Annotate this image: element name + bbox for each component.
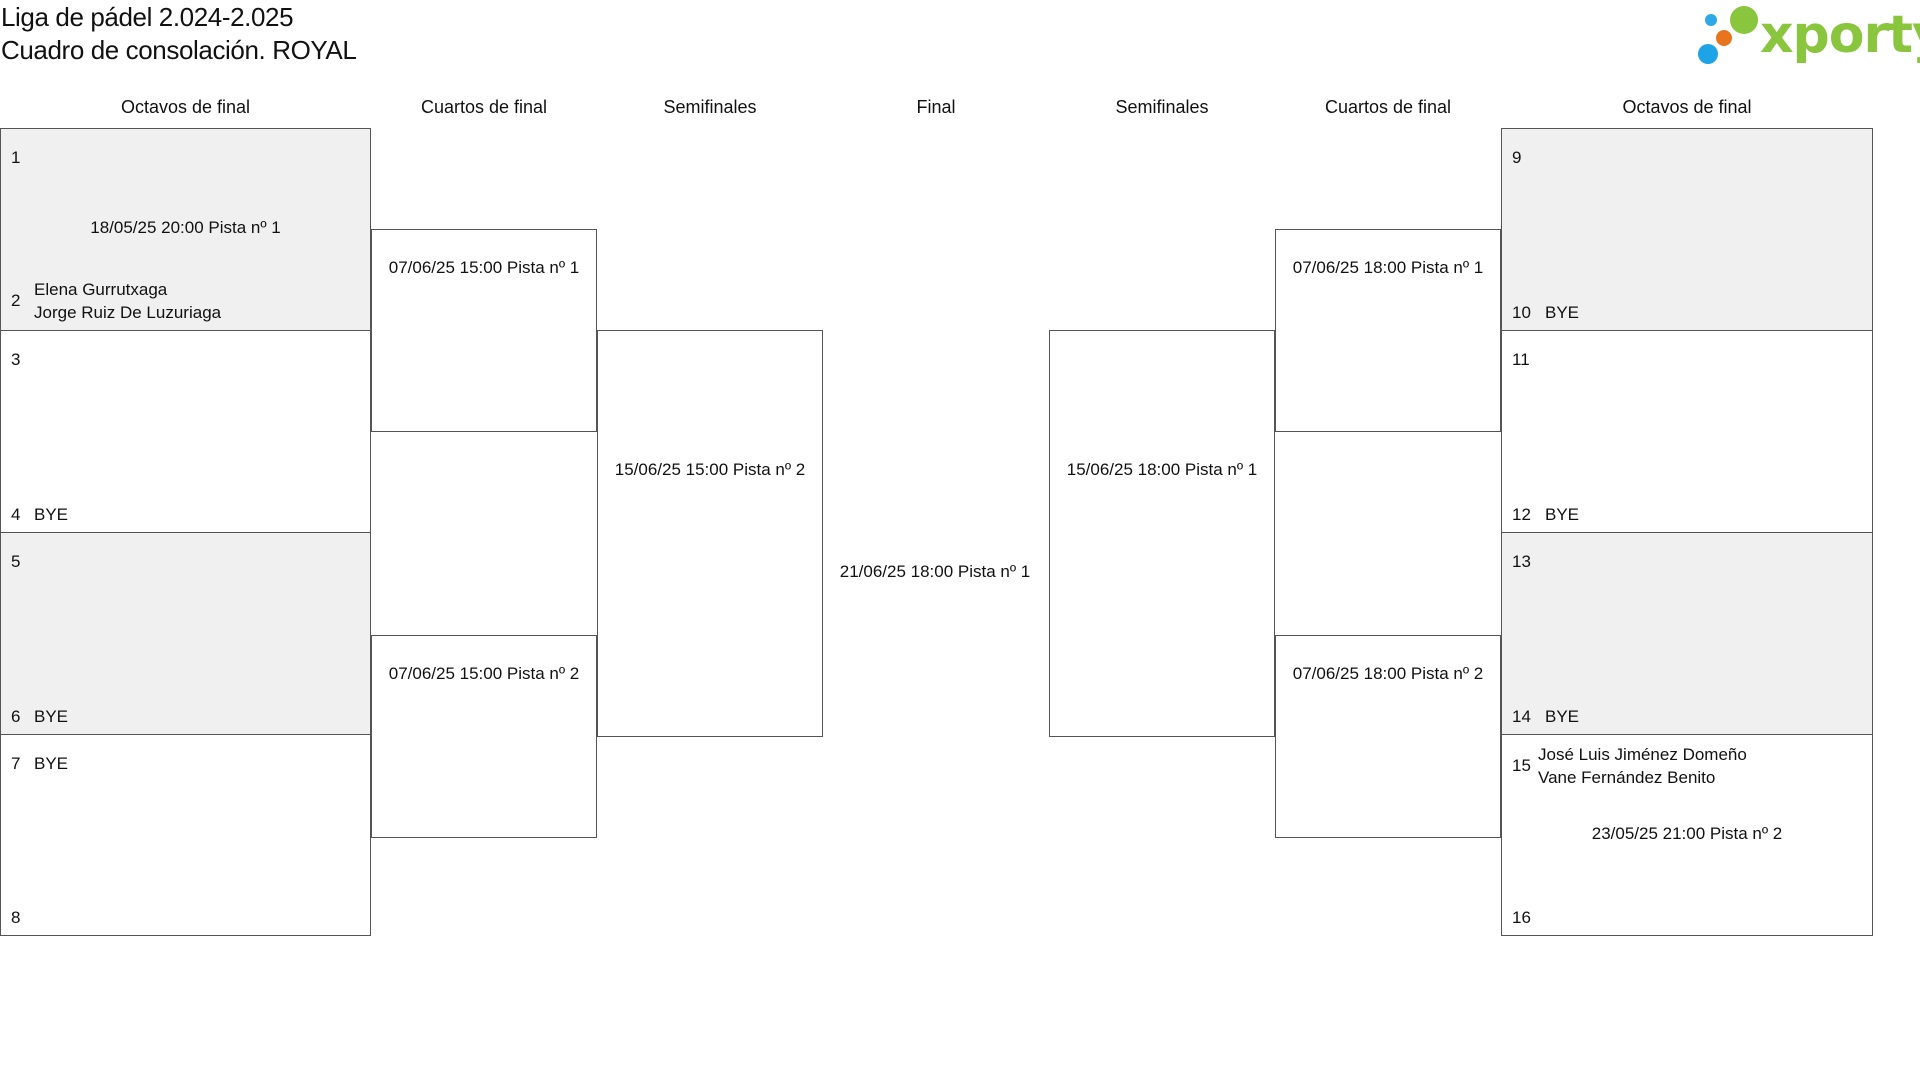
header-right-r16: Octavos de final (1622, 97, 1752, 117)
match-right-qf-1[interactable]: 07/06/25 18:00 Pista nº 1 (1275, 229, 1501, 432)
slot-7: 7 BYE (11, 753, 68, 775)
xporty-logo: xporty (1690, 0, 1920, 70)
header-right-qf: Cuartos de final (1324, 97, 1452, 117)
match-left-qf-2[interactable]: 07/06/25 15:00 Pista nº 2 (371, 635, 597, 838)
match-right-r16-3[interactable]: 13 14 BYE (1501, 532, 1873, 734)
player-name: Vane Fernández Benito (1538, 768, 1716, 787)
match-left-r16-3[interactable]: 5 6 BYE (0, 532, 371, 734)
slot-2: 2 Elena Gurrutxaga Jorge Ruiz De Luzuria… (11, 278, 221, 324)
seed-number: 12 (1512, 505, 1531, 524)
slot-4: 4 BYE (11, 504, 68, 526)
header-left-r16: Octavos de final (120, 97, 251, 117)
logo-dot-green (1730, 6, 1758, 34)
final-schedule: 21/06/25 18:00 Pista nº 1 (839, 562, 1031, 581)
logo-dot-orange (1716, 30, 1732, 46)
header-left-qf: Cuartos de final (420, 97, 548, 117)
match-schedule: 07/06/25 15:00 Pista nº 1 (388, 258, 580, 277)
seed-number: 10 (1512, 303, 1531, 322)
match-right-sf[interactable]: 15/06/25 18:00 Pista nº 1 (1049, 330, 1275, 737)
bye-label: BYE (1545, 707, 1580, 726)
match-left-r16-1[interactable]: 1 18/05/25 20:00 Pista nº 1 2 Elena Gurr… (0, 128, 371, 330)
seed-number: 15 (1512, 756, 1531, 775)
match-right-r16-4[interactable]: 15 José Luis Jiménez Domeño Vane Fernánd… (1501, 734, 1873, 936)
match-schedule: 07/06/25 15:00 Pista nº 2 (388, 664, 580, 683)
seed-number: 8 (11, 908, 21, 927)
logo-text: xporty (1760, 5, 1920, 65)
header-final: Final (916, 97, 956, 117)
seed-number: 16 (1512, 908, 1531, 927)
slot-11: 11 (1512, 349, 1530, 371)
bye-label: BYE (1545, 303, 1580, 322)
seed-number: 13 (1512, 552, 1531, 571)
match-left-r16-4[interactable]: 7 BYE 8 (0, 734, 371, 936)
slot-6: 6 BYE (11, 706, 68, 728)
seed-number: 14 (1512, 707, 1531, 726)
match-left-sf[interactable]: 15/06/25 15:00 Pista nº 2 (597, 330, 823, 737)
player-name: Jorge Ruiz De Luzuriaga (34, 303, 222, 322)
page-title: Liga de pádel 2.024-2.025 (1, 2, 294, 32)
seed-number: 1 (11, 148, 21, 167)
logo-dot-light-blue (1705, 14, 1717, 26)
seed-number: 5 (11, 552, 21, 571)
player-name: José Luis Jiménez Domeño (1538, 745, 1747, 764)
slot-3: 3 (11, 349, 25, 371)
slot-10: 10 BYE (1512, 302, 1579, 324)
slot-14: 14 BYE (1512, 706, 1579, 728)
match-schedule: 07/06/25 18:00 Pista nº 1 (1292, 258, 1484, 277)
match-schedule: 07/06/25 18:00 Pista nº 2 (1292, 664, 1484, 683)
player-name: Elena Gurrutxaga (34, 280, 168, 299)
page-subtitle: Cuadro de consolación. ROYAL (1, 35, 357, 65)
match-schedule: 23/05/25 21:00 Pista nº 2 (1591, 824, 1783, 843)
seed-number: 2 (11, 291, 21, 310)
header-left-sf: Semifinales (663, 97, 757, 117)
bye-label: BYE (34, 754, 69, 773)
match-schedule: 18/05/25 20:00 Pista nº 1 (90, 218, 281, 237)
slot-16: 16 (1512, 907, 1536, 929)
slot-1: 1 (11, 147, 25, 169)
match-left-qf-1[interactable]: 07/06/25 15:00 Pista nº 1 (371, 229, 597, 432)
seed-number: 6 (11, 707, 21, 726)
slot-12: 12 BYE (1512, 504, 1579, 526)
seed-number: 9 (1512, 148, 1522, 167)
slot-8: 8 (11, 907, 25, 929)
seed-number: 7 (11, 754, 21, 773)
slot-15: 15 José Luis Jiménez Domeño Vane Fernánd… (1512, 743, 1747, 789)
logo-dot-blue (1698, 44, 1718, 64)
match-left-r16-2[interactable]: 3 4 BYE (0, 330, 371, 532)
bye-label: BYE (34, 505, 69, 524)
match-right-qf-2[interactable]: 07/06/25 18:00 Pista nº 2 (1275, 635, 1501, 838)
slot-9: 9 (1512, 147, 1526, 169)
bye-label: BYE (1545, 505, 1580, 524)
match-schedule: 15/06/25 18:00 Pista nº 1 (1066, 460, 1258, 479)
header-right-sf: Semifinales (1115, 97, 1209, 117)
slot-13: 13 (1512, 551, 1531, 573)
seed-number: 11 (1512, 350, 1530, 369)
match-schedule: 15/06/25 15:00 Pista nº 2 (614, 460, 806, 479)
bye-label: BYE (34, 707, 69, 726)
seed-number: 4 (11, 505, 21, 524)
match-right-r16-2[interactable]: 11 12 BYE (1501, 330, 1873, 532)
seed-number: 3 (11, 350, 21, 369)
match-right-r16-1[interactable]: 9 10 BYE (1501, 128, 1873, 330)
slot-5: 5 (11, 551, 25, 573)
